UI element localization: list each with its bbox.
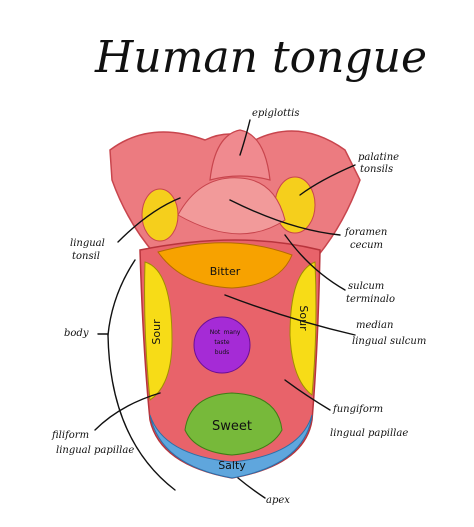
- apex-leader: [237, 477, 266, 499]
- sour-right-label: Sour: [297, 305, 310, 331]
- lingual-tonsil-shape: [177, 177, 286, 235]
- sulcum-label-2: terminalo: [346, 294, 395, 305]
- left-palatine-tonsil: [141, 188, 179, 242]
- epiglottis-leader: [239, 119, 251, 156]
- right-palatine-tonsil: [274, 176, 316, 234]
- median-label-1: median: [356, 320, 393, 331]
- palatine-label-1: palatine: [358, 152, 399, 163]
- sour-zone-right: [289, 261, 317, 396]
- fungiform-label-1: fungiform: [332, 404, 383, 415]
- salty-label: Salty: [218, 459, 246, 472]
- center-zone: [193, 316, 251, 374]
- foramen-label-2: cecum: [350, 240, 383, 251]
- sour-zone-left: [144, 261, 173, 401]
- body-bracket-top: [107, 259, 136, 336]
- salty-zone: [149, 414, 313, 479]
- foramen-label-1: foramen: [344, 227, 387, 238]
- body-label: body: [64, 328, 89, 339]
- sweet-label: Sweet: [212, 419, 252, 434]
- palatine-label-2: tonsils: [360, 164, 393, 175]
- sulcum-leader: [284, 234, 346, 291]
- sulcum-label-1: sulcum: [348, 281, 384, 292]
- epiglottis-label: epiglottis: [252, 108, 300, 119]
- filiform-label-1: filiform: [51, 430, 89, 441]
- filiform-leader: [94, 392, 161, 431]
- sweet-zone: [184, 392, 283, 456]
- body-bracket-bottom: [107, 334, 176, 491]
- diagram-title: Human tongue: [94, 32, 427, 83]
- lingual-tonsil-leader: [117, 197, 181, 243]
- bitter-label: Bitter: [210, 265, 241, 278]
- median-label-2: lingual sulcum: [352, 336, 426, 347]
- palatine-leader: [299, 164, 356, 196]
- lingual-tonsil-label-2: tonsil: [72, 251, 100, 262]
- center-label-3: taste: [214, 339, 230, 346]
- sour-left-label: Sour: [150, 319, 163, 345]
- center-label-2: many: [224, 329, 241, 336]
- fungiform-label-2: lingual papillae: [330, 428, 408, 439]
- center-label-4: buds: [215, 349, 230, 356]
- median-leader: [224, 294, 356, 336]
- fungiform-leader: [284, 379, 331, 411]
- foramen-leader: [229, 199, 341, 236]
- center-label-1: Not: [210, 329, 221, 336]
- apex-label: apex: [266, 495, 290, 506]
- lingual-tonsil-label-1: lingual: [70, 238, 105, 249]
- bitter-zone: [157, 242, 293, 289]
- filiform-label-2: lingual papillae: [56, 445, 134, 456]
